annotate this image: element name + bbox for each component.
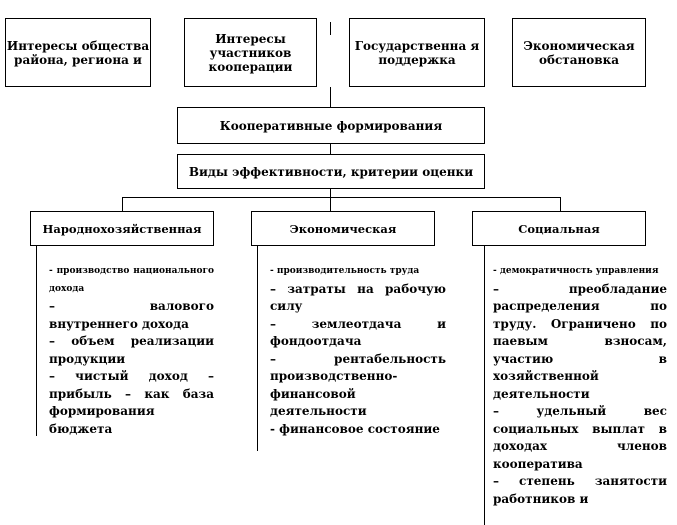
connector-line: [484, 246, 485, 525]
type-box-social: Социальная: [472, 211, 646, 246]
cooperative-formations-box: Кооперативные формирования: [177, 107, 485, 144]
connector-line: [330, 22, 331, 35]
criteria-item: – затраты на рабочую силу: [270, 281, 446, 314]
criteria-item: – землеотдача и фондоотдача: [270, 316, 446, 349]
type-box-economic: Экономическая: [251, 211, 435, 246]
connector-line: [330, 197, 331, 211]
criteria-item: - производство национального дохода: [49, 266, 214, 294]
efficiency-criteria-label: Виды эффективности, критерии оценки: [188, 164, 474, 179]
connector-line: [257, 246, 258, 451]
type-label: Народнохозяйственная: [42, 221, 202, 236]
criteria-item: - финансовое состояние: [270, 421, 440, 436]
criteria-item: – преобладание распределения по труду. О…: [493, 281, 667, 401]
social-criteria-list: - демократичность управления – преоблада…: [493, 263, 667, 525]
criteria-item: – объем реализации продукции: [49, 334, 214, 366]
criteria-item: - производительность труда: [270, 266, 420, 276]
efficiency-criteria-box: Виды эффективности, критерии оценки: [177, 154, 485, 189]
factor-label: Интересы участников кооперации: [208, 31, 293, 74]
factor-box-state-support: Государственна я поддержка: [349, 18, 485, 87]
criteria-item: бюджета: [49, 421, 113, 436]
type-label: Экономическая: [289, 221, 397, 236]
factor-label: Государственна я поддержка: [354, 38, 480, 67]
criteria-item: – рентабельность производственно-финансо…: [270, 351, 446, 419]
type-box-national-economic: Народнохозяйственная: [30, 211, 214, 246]
connector-line: [122, 197, 560, 198]
criteria-item: – валового внутреннего дохода: [49, 299, 214, 331]
factor-box-participants-interests: Интересы участников кооперации: [184, 18, 317, 87]
connector-line: [330, 143, 331, 154]
connector-line: [122, 197, 123, 211]
cooperative-formations-label: Кооперативные формирования: [219, 118, 443, 133]
connector-line: [330, 189, 331, 197]
factor-box-economic-situation: Экономическая обстановка: [512, 18, 646, 87]
criteria-item: – степень занятости работников и: [493, 474, 667, 506]
factor-label: Интересы общества района, региона и: [6, 38, 150, 67]
connector-line: [330, 87, 331, 107]
connector-line: [36, 246, 37, 436]
factor-label: Экономическая обстановка: [523, 38, 635, 67]
criteria-item: – чистый доход – прибыль – как база форм…: [49, 369, 214, 418]
national-criteria-list: - производство национального дохода – ва…: [49, 263, 214, 435]
type-label: Социальная: [518, 221, 600, 236]
connector-line: [560, 197, 561, 211]
factor-box-society-interests: Интересы общества района, региона и: [5, 18, 151, 87]
criteria-item: – удельный вес социальных выплат в доход…: [493, 404, 667, 471]
criteria-item: - демократичность управления: [493, 266, 659, 276]
economic-criteria-list: - производительность труда – затраты на …: [270, 263, 446, 449]
